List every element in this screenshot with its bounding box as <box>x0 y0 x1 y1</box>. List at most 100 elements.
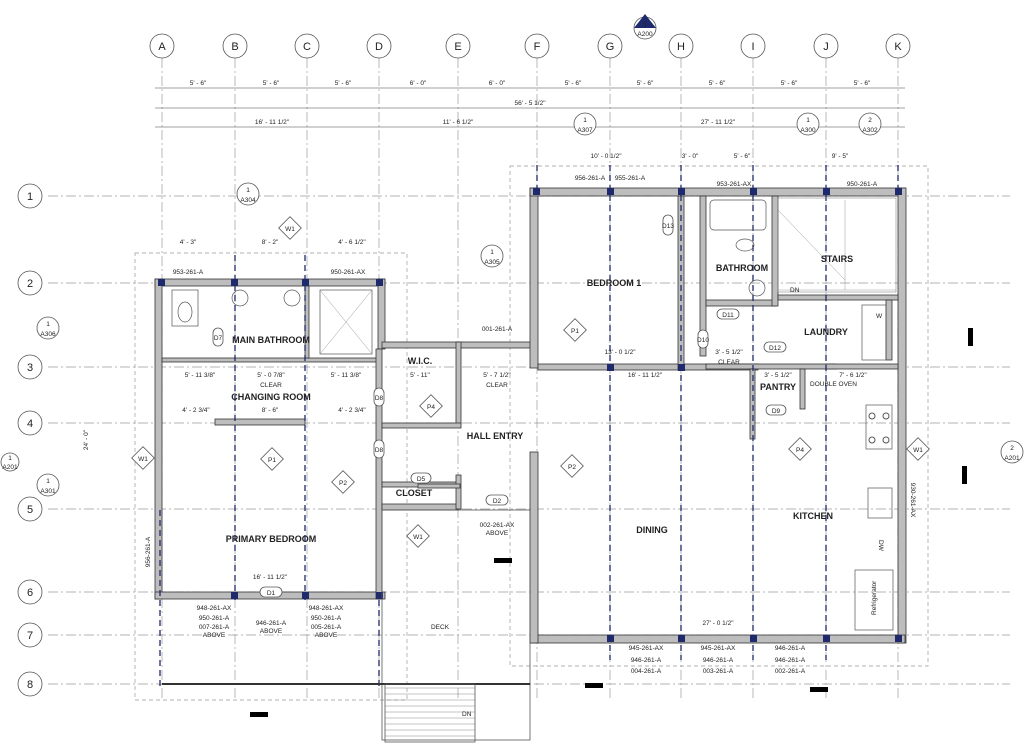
row-bubbles: 1 2 3 4 5 6 7 8 <box>17 183 43 697</box>
lbl-955a: 955-261-A <box>615 175 646 182</box>
overall-dimension: 56' - 5 1/2" <box>514 100 546 107</box>
lbl-5-11: 5' - 11 3/8" <box>185 372 216 379</box>
tag-d5: D5 <box>417 476 426 483</box>
room-main-bathroom: MAIN BATHROOM <box>232 335 310 345</box>
grid-col-f: F <box>534 41 541 53</box>
section-a201-right-sheet: A201 <box>1004 455 1020 462</box>
room-bedroom-1: BEDROOM 1 <box>587 278 642 288</box>
grid-col-h: H <box>677 41 685 53</box>
clear-label-3: CLEAR <box>718 359 740 366</box>
dim-ab: 5' - 6" <box>190 80 207 87</box>
footprint-outline <box>134 165 929 701</box>
room-kitchen: KITCHEN <box>793 511 833 521</box>
tag-p1-a: P1 <box>268 457 276 464</box>
grid-row-8: 8 <box>27 679 33 691</box>
lbl-004a: 004-261-A <box>631 668 662 675</box>
annotations: 953-261-A 950-261-AX 956-261-A 955-261-A… <box>83 153 916 675</box>
section-a305-sheet: A305 <box>484 259 500 266</box>
room-pantry: PANTRY <box>760 382 796 392</box>
tags: W1 W1 W1 W1 P1 P1 P2 P2 P4 P4 D1 D2 D5 D… <box>131 214 930 598</box>
columns <box>158 188 902 642</box>
tag-d11: D11 <box>722 312 734 319</box>
dim-de: 6' - 0" <box>410 80 427 87</box>
tag-d8-a: D8 <box>375 395 384 402</box>
tag-p4-a: P4 <box>427 404 435 411</box>
lbl-002a: 002-261-A <box>775 668 806 675</box>
room-hall-entry: HALL ENTRY <box>467 431 524 441</box>
tag-d2: D2 <box>493 498 502 505</box>
tag-p2-b: P2 <box>568 464 576 471</box>
lbl-956a-2: 956-261-A <box>145 536 152 567</box>
dim-fg: 5' - 6" <box>565 80 582 87</box>
double-oven-label: DOUBLE OVEN <box>810 381 857 388</box>
lbl-3-5: 3' - 5 1/2" <box>715 349 743 356</box>
grid-col-j: J <box>823 41 829 53</box>
lbl-946a-3: 946-261-A <box>775 645 806 652</box>
deck-stair-dn-label: DN <box>462 711 472 718</box>
tag-d9: D9 <box>772 408 781 415</box>
section-a300-num: 1 <box>806 117 810 124</box>
tag-w1-d: W1 <box>913 447 923 454</box>
room-labels: MAIN BATHROOM CHANGING ROOM W.I.C. HALL … <box>226 254 884 631</box>
fixtures <box>171 199 894 631</box>
lbl-950ax: 950-261-AX <box>331 269 366 276</box>
lbl-5-07: 5' - 0 7/8" <box>257 372 285 379</box>
tag-w1-b: W1 <box>138 456 148 463</box>
section-a200-sheet: A200 <box>637 31 653 38</box>
room-changing-room: CHANGING ROOM <box>231 392 311 402</box>
refrigerator-label: Refrigerator <box>871 580 878 615</box>
section-a301-num: 1 <box>46 478 50 485</box>
grid-col-d: D <box>375 41 383 53</box>
grid-row-6: 6 <box>27 587 33 599</box>
grid-col-i: I <box>751 41 754 53</box>
tag-d10: D10 <box>697 337 709 344</box>
lbl-956a: 956-261-A <box>575 175 606 182</box>
lbl-16-bed: 16' - 11 1/2" <box>253 574 288 581</box>
tag-d7: D7 <box>214 335 223 342</box>
structure-bays <box>159 165 899 690</box>
section-a307-sheet: A307 <box>577 127 593 134</box>
lbl-5-11b: 5' - 11" <box>410 372 430 379</box>
section-a304-sheet: A304 <box>240 197 256 204</box>
lbl-4-3: 4' - 3" <box>180 239 197 246</box>
tag-d12: D12 <box>769 345 781 352</box>
section-a201-right-num: 2 <box>1010 445 1014 452</box>
lbl-5-6: 5' - 6" <box>734 153 751 160</box>
room-dining: DINING <box>636 525 668 535</box>
grid-col-e: E <box>454 41 461 53</box>
lbl-4-2b: 4' - 2 3/4" <box>338 407 366 414</box>
tag-w1-a: W1 <box>285 226 295 233</box>
dim-bc: 5' - 6" <box>263 80 280 87</box>
lbl-950a: 950-261-A <box>847 181 878 188</box>
top-dimensions: 5' - 6" 5' - 6" 5' - 6" 6' - 0" 6' - 0" … <box>155 80 905 128</box>
lbl-945ax-2: 945-261-AX <box>701 645 736 652</box>
lbl-001a: 001-261-A <box>482 326 513 333</box>
section-a306-sheet: A306 <box>40 331 56 338</box>
dim-cd: 5' - 6" <box>335 80 352 87</box>
section-a201-left-sheet: A201 <box>2 464 18 471</box>
deck: DN <box>162 509 531 743</box>
grid-row-1: 1 <box>27 191 33 203</box>
lbl-5-11c: 5' - 11 3/8" <box>331 372 362 379</box>
tag-d1: D1 <box>267 590 276 597</box>
lbl-930ax: 930-261-AX <box>909 483 916 518</box>
tag-d8-b: D8 <box>375 447 384 454</box>
grid-col-g: G <box>606 41 615 53</box>
lbl-948ax: 948-261-AX <box>197 605 232 612</box>
lbl-13: 13' - 0 1/2" <box>604 349 636 356</box>
lbl-3-5b: 3' - 5 1/2" <box>764 372 792 379</box>
room-wic: W.I.C. <box>408 356 433 366</box>
lbl-003a: 003-261-A <box>703 668 734 675</box>
interior-stair: DN <box>777 197 897 294</box>
grid-row-3: 3 <box>27 362 33 374</box>
tag-p1-b: P1 <box>571 328 579 335</box>
room-bathroom: BATHROOM <box>716 263 768 273</box>
section-a201-left-num: 1 <box>8 455 12 462</box>
lbl-7-6: 7' - 6 1/2" <box>839 372 867 379</box>
section-marks: 1 A200 1 A307 1 A300 2 A302 1 A304 1 A30… <box>0 14 1024 497</box>
lbl-950a2: 950-261-A <box>199 615 230 622</box>
room-laundry: LAUNDRY <box>804 327 848 337</box>
lbl-950a3: 950-261-A <box>311 615 342 622</box>
lbl-above-946: ABOVE <box>260 628 283 635</box>
